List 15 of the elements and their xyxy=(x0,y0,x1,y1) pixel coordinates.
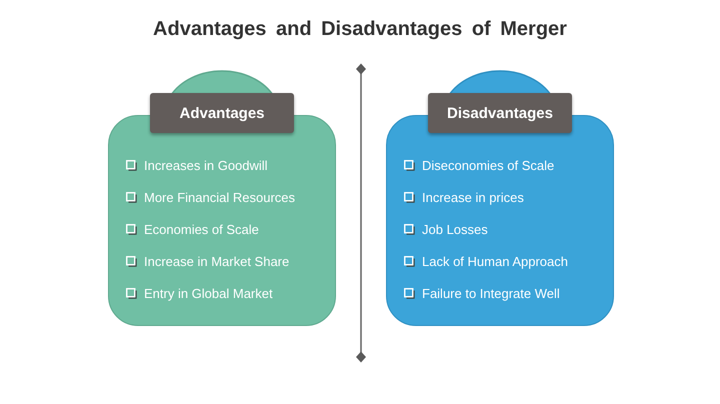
list-item-text: Diseconomies of Scale xyxy=(422,158,554,172)
diagram-title: Advantages and Disadvantages of Merger xyxy=(153,17,567,42)
list-item-text: More Financial Resources xyxy=(144,190,296,204)
list-item-text: Economies of Scale xyxy=(144,222,259,236)
heading-tab xyxy=(428,93,572,133)
list-item-text: Increases in Goodwill xyxy=(144,158,268,172)
list-item-text: Increase in prices xyxy=(422,190,524,204)
panel-heading: Advantages xyxy=(179,106,265,120)
list-item-text: Failure to Integrate Well xyxy=(422,286,560,300)
heading-tab xyxy=(150,93,294,133)
list-item-text: Increase in Market Share xyxy=(144,254,290,268)
panel-heading: Disadvantages xyxy=(447,106,553,120)
list-item-text: Lack of Human Approach xyxy=(422,254,568,268)
list-item-text: Entry in Global Market xyxy=(144,286,273,300)
list-item-text: Job Losses xyxy=(422,222,488,236)
